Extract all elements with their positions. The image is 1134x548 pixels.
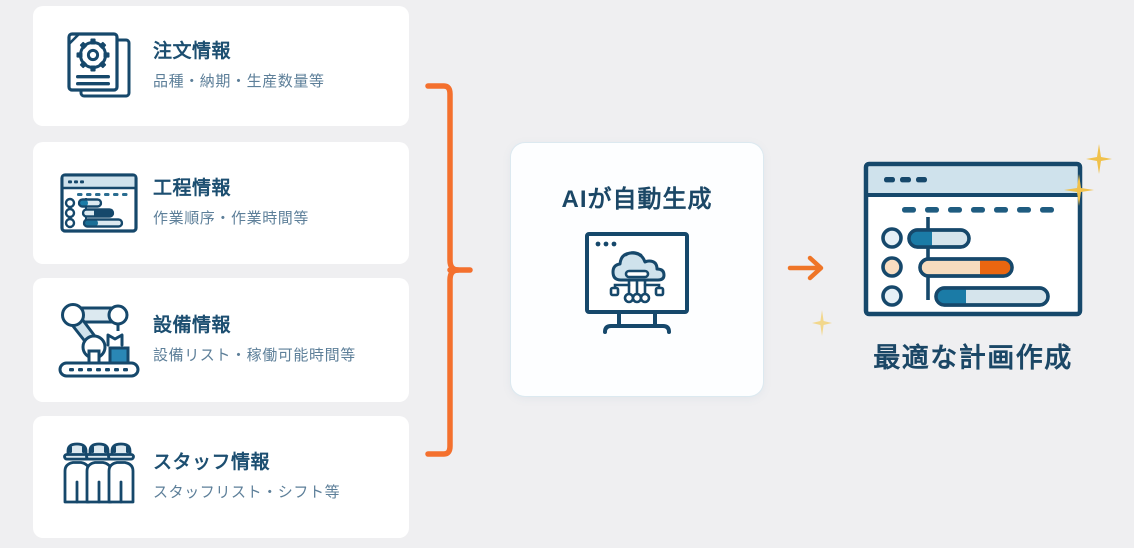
- input-card-title: 設備情報: [153, 315, 232, 337]
- input-card-subtitle: 作業順序・作業時間等: [153, 210, 310, 228]
- gantt-schedule-icon: [863, 161, 1083, 317]
- monitor-cloud-ai-icon: [571, 230, 703, 351]
- right-arrow-icon: [786, 248, 830, 288]
- output-title: 最適な計画作成: [873, 343, 1073, 373]
- robot-arm-conveyor-icon: [51, 297, 147, 383]
- input-card-order-info[interactable]: 注文情報 品種・納期・生産数量等: [33, 6, 409, 126]
- input-card-text: 工程情報 作業順序・作業時間等: [153, 177, 309, 228]
- input-card-text: 設備情報 設備リスト・稼働可能時間等: [153, 314, 356, 365]
- input-card-title: 注文情報: [153, 41, 232, 63]
- orange-brace: [424, 80, 488, 460]
- sparkle-icon: [810, 308, 834, 343]
- input-card-subtitle: スタッフリスト・シフト等: [153, 484, 341, 502]
- sparkle-icon: [1084, 142, 1114, 181]
- input-card-text: 注文情報 品種・納期・生産数量等: [153, 40, 325, 91]
- input-card-staff-info[interactable]: スタッフ情報 スタッフリスト・シフト等: [33, 416, 409, 538]
- ai-panel-title: AIが自動生成: [561, 186, 713, 213]
- input-card-text: スタッフ情報 スタッフリスト・シフト等: [153, 451, 340, 502]
- sparkle-icon: [1062, 172, 1096, 213]
- documents-gear-icon: [51, 23, 147, 109]
- input-card-subtitle: 設備リスト・稼働可能時間等: [153, 347, 356, 365]
- input-card-subtitle: 品種・納期・生産数量等: [153, 73, 325, 91]
- output-result: 最適な計画作成: [828, 160, 1118, 375]
- input-card-equipment-info[interactable]: 設備情報 設備リスト・稼働可能時間等: [33, 278, 409, 402]
- workers-group-icon: [51, 434, 147, 520]
- ai-processor-panel[interactable]: AIが自動生成: [511, 143, 763, 396]
- gantt-window-icon: [51, 160, 147, 246]
- input-card-title: 工程情報: [153, 178, 232, 200]
- gantt-schedule-icon-wrap: [828, 160, 1118, 320]
- input-card-process-info[interactable]: 工程情報 作業順序・作業時間等: [33, 142, 409, 264]
- input-card-title: スタッフ情報: [153, 452, 271, 474]
